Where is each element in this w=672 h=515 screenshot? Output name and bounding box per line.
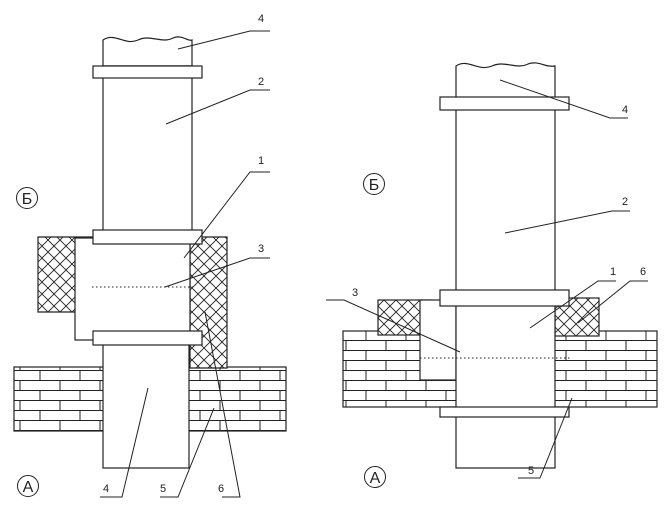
left-view-b-letter: Б xyxy=(22,191,33,208)
left-bottom-pipe xyxy=(102,339,190,469)
left-top-pipe xyxy=(102,36,193,67)
right-top-pipe xyxy=(455,62,556,99)
left-label-upper-pipe: 2 xyxy=(258,76,264,88)
right-label-insulation: 6 xyxy=(640,266,646,278)
left-view-a-marker: А xyxy=(17,475,39,497)
right-view-b-marker: Б xyxy=(363,173,385,195)
left-coupling-top xyxy=(92,65,203,79)
right-label-upper-pipe: 2 xyxy=(622,196,628,208)
left-label-top-pipe: 4 xyxy=(258,13,264,25)
right-view-a-marker: А xyxy=(364,466,386,488)
left-upper-pipe xyxy=(102,65,193,239)
left-label-insulation: 6 xyxy=(218,483,224,495)
right-view-a-letter: А xyxy=(370,470,381,487)
right-coupling-mid xyxy=(439,289,570,307)
left-assembly: 4 2 1 3 4 5 6 Б А xyxy=(13,13,287,498)
right-label-top-pipe: 4 xyxy=(622,104,628,116)
left-coupling-mid xyxy=(92,229,203,245)
right-label-inner-pipe: 1 xyxy=(610,266,616,278)
right-view-b-letter: Б xyxy=(369,177,380,194)
left-view-a-letter: А xyxy=(23,479,34,496)
right-coupling-low xyxy=(439,406,570,418)
left-view-b-marker: Б xyxy=(16,187,38,209)
right-inner-pipe xyxy=(455,292,556,469)
right-upper-pipe xyxy=(455,97,556,294)
left-label-masonry: 5 xyxy=(160,483,166,495)
left-label-inner-pipe: 1 xyxy=(258,155,264,167)
left-coupling-low xyxy=(92,330,203,346)
right-coupling-top xyxy=(439,96,570,111)
left-label-bottom-pipe: 4 xyxy=(103,483,109,495)
right-label-level: 3 xyxy=(352,287,358,299)
right-label-masonry: 5 xyxy=(528,465,534,477)
left-label-level: 3 xyxy=(258,243,264,255)
left-inner-pipe xyxy=(74,237,191,341)
right-assembly: 4 2 1 6 3 5 Б А xyxy=(326,62,658,488)
right-cavity xyxy=(419,299,457,381)
